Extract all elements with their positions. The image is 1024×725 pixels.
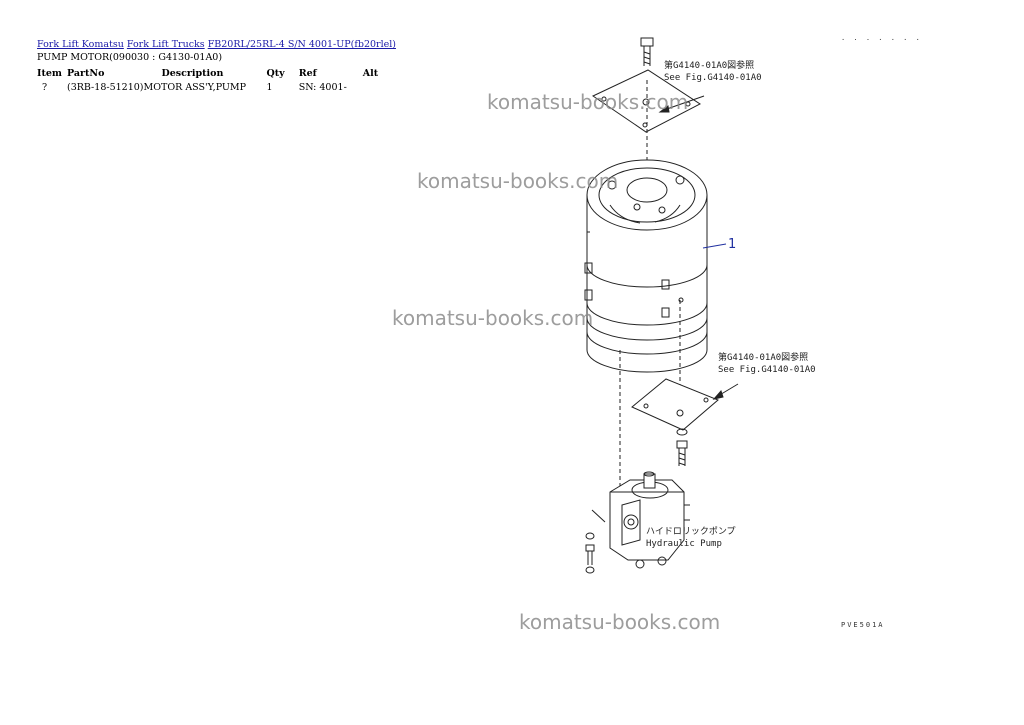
cell-qty: 1 <box>266 81 273 93</box>
cell-ref: SN: 4001- <box>298 81 347 93</box>
header-alt: Alt <box>362 67 379 79</box>
breadcrumb-link-fork-lift-komatsu[interactable]: Fork Lift Komatsu <box>37 39 124 50</box>
header-partno: PartNo <box>67 67 105 79</box>
breadcrumb: Fork Lift Komatsu Fork Lift Trucks FB20R… <box>37 39 396 50</box>
page-subtitle: PUMP MOTOR(090030 : G4130-01A0) <box>37 52 223 63</box>
motor-body <box>584 159 708 373</box>
parts-table: Item PartNo Description Qty Ref Alt ? (3… <box>37 66 403 94</box>
corner-marks: . . . . . . . <box>841 34 922 42</box>
cell-description: MOTOR ASS'Y,PUMP <box>143 81 247 93</box>
callout-leader <box>702 243 727 249</box>
cell-item: ? <box>42 81 48 93</box>
hydraulic-pump <box>609 471 690 569</box>
header-item: Item <box>37 67 62 79</box>
lower-bolt <box>676 428 688 466</box>
note-top-en: See Fig.G4140-01A0 <box>664 73 762 83</box>
parts-table-header: Item PartNo Description Qty Ref Alt <box>37 66 403 80</box>
pump-label-jp: ハイドロリックポンプ <box>646 526 736 537</box>
watermark-1: komatsu-books.com <box>487 90 689 114</box>
mid-note-arrow <box>712 383 739 400</box>
pump-label-en: Hydraulic Pump <box>646 539 722 549</box>
watermark-3: komatsu-books.com <box>392 306 594 330</box>
header-description: Description <box>161 67 224 79</box>
note-mid-jp: 第G4140-01A0図参照 <box>718 351 808 363</box>
header-ref: Ref <box>298 67 317 79</box>
callout-item-label: 1 <box>728 237 736 252</box>
note-mid-en: See Fig.G4140-01A0 <box>718 365 816 375</box>
breadcrumb-link-model[interactable]: FB20RL/25RL-4 S/N 4001-UP(fb20rlel) <box>207 39 396 50</box>
lower-bracket-plate <box>631 378 719 431</box>
figure-code: PVE501A <box>841 621 885 629</box>
pump-side-bolts <box>585 509 606 574</box>
breadcrumb-link-fork-lift-trucks[interactable]: Fork Lift Trucks <box>126 39 205 50</box>
note-top-jp: 第G4140-01A0図参照 <box>664 59 754 71</box>
table-row: ? (3RB-18-51210) MOTOR ASS'Y,PUMP 1 SN: … <box>37 80 403 94</box>
cell-partno: (3RB-18-51210) <box>67 81 144 93</box>
top-note-arrow <box>658 95 705 113</box>
header-qty: Qty <box>266 67 285 79</box>
watermark-4: komatsu-books.com <box>519 610 721 634</box>
watermark-2: komatsu-books.com <box>417 169 619 193</box>
